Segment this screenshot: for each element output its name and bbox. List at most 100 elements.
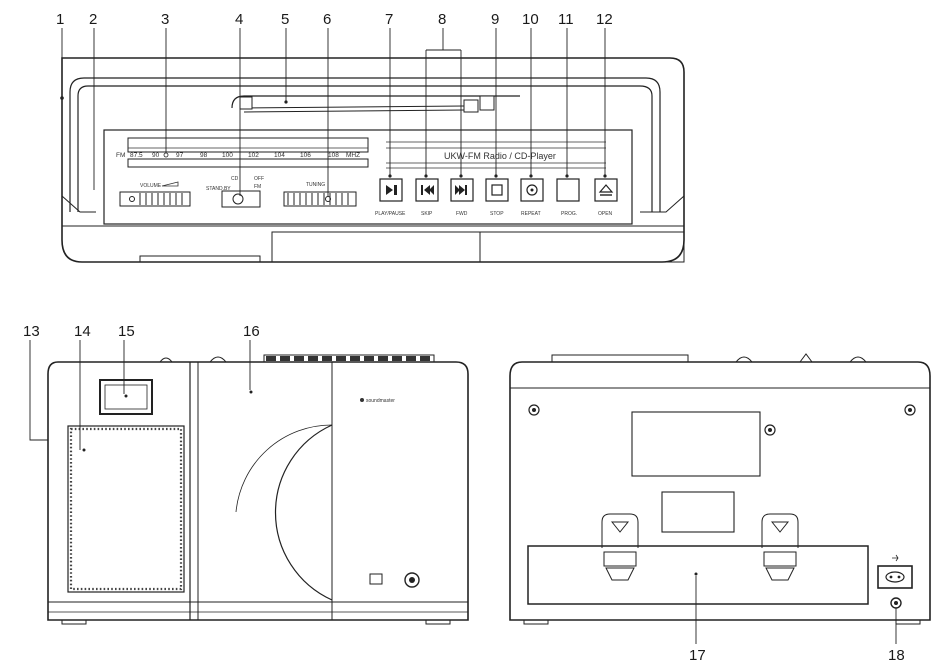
tuning-label: TUNING [306, 182, 325, 188]
headphone-jack [404, 572, 420, 588]
callout-13: 13 [23, 323, 40, 340]
dial-mark-98: 98 [200, 152, 208, 159]
front-slot-right [479, 231, 685, 263]
callout-14: 14 [74, 323, 91, 340]
top-leader-lines [61, 28, 606, 196]
rear-body-outline [509, 361, 931, 621]
switch-label-fm: FM [254, 184, 261, 190]
repeat-label: REPEAT [521, 211, 541, 217]
fwd-button[interactable]: FWD [450, 178, 474, 217]
switch-label-off: OFF [254, 176, 264, 182]
volume-label: VOLUME [140, 183, 162, 189]
skip-button[interactable]: SKIP [415, 178, 439, 217]
callout-12: 12 [596, 11, 613, 28]
dial-mark-875: 87.5 [130, 152, 143, 159]
cd-buttons: PLAY/PAUSE SKIP FWD STOP REPEAT [375, 174, 618, 217]
dial-unit: MHZ [346, 152, 360, 159]
top-key [280, 356, 290, 361]
switch-label-cd: CD [231, 176, 239, 182]
top-key [350, 356, 360, 361]
dial-mark-97: 97 [176, 152, 184, 159]
rear-small-plate [661, 491, 735, 533]
top-key [420, 356, 430, 361]
callout-18: 18 [888, 647, 905, 664]
dial-mark-104: 104 [274, 152, 285, 159]
front-foot-strip [139, 255, 261, 263]
ac-socket [877, 565, 913, 589]
telescopic-antenna [231, 95, 520, 113]
callout-6: 6 [323, 11, 331, 28]
front-view: soundmaster [29, 340, 469, 625]
front-body-outline [47, 361, 469, 621]
fwd-label: FWD [456, 211, 468, 217]
top-key [406, 356, 416, 361]
skip-label: SKIP [421, 211, 433, 217]
top-key [266, 356, 276, 361]
top-key [378, 356, 388, 361]
play-pause-label: PLAY/PAUSE [375, 211, 406, 217]
rear-screws [528, 404, 916, 436]
display-window [99, 379, 153, 415]
top-key [294, 356, 304, 361]
prog-button[interactable]: PROG. [556, 178, 580, 217]
prog-label: PROG. [561, 211, 577, 217]
cd-disc-outline [274, 424, 333, 601]
callout-11: 11 [558, 11, 574, 28]
right-foot-corner [640, 195, 685, 213]
brand-logo: soundmaster [366, 398, 395, 404]
top-key [392, 356, 402, 361]
callout-10: 10 [522, 11, 539, 28]
top-body-outline [61, 57, 685, 263]
callout-4: 4 [235, 11, 243, 28]
dial-mark-108: 108 [328, 152, 339, 159]
play-pause-button[interactable]: PLAY/PAUSE [375, 178, 406, 217]
callout-9: 9 [491, 11, 499, 28]
handle-outer [69, 77, 661, 212]
volume-wheel [119, 191, 191, 207]
open-button[interactable]: OPEN [594, 178, 618, 217]
callout-2: 2 [89, 11, 97, 28]
stop-label: STOP [490, 211, 504, 217]
repeat-button[interactable]: REPEAT [520, 178, 544, 217]
rear-view [509, 353, 931, 644]
dial-mark-106: 106 [300, 152, 311, 159]
front-slot-left [271, 231, 481, 263]
battery-compartment [527, 545, 869, 605]
cd-display-title: UKW-FM Radio / CD-Player [444, 151, 556, 161]
top-key [336, 356, 346, 361]
dial-mark-90: 90 [152, 152, 160, 159]
speaker-grille [67, 425, 185, 593]
callout-17: 17 [689, 647, 706, 664]
callout-7: 7 [385, 11, 393, 28]
tuning-wheel [283, 191, 357, 207]
top-key [364, 356, 374, 361]
top-key [322, 356, 332, 361]
callout-3: 3 [161, 11, 169, 28]
callout-5: 5 [281, 11, 289, 28]
control-panel [103, 129, 633, 225]
volume-control: VOLUME [119, 181, 191, 207]
top-key [308, 356, 318, 361]
function-switch: CD OFF STAND.BY FM [206, 176, 264, 208]
stop-button[interactable]: STOP [485, 178, 509, 217]
rear-hinges [601, 513, 799, 581]
callout-16: 16 [243, 323, 260, 340]
dial-band: FM [116, 152, 125, 159]
callout-8: 8 [438, 11, 446, 28]
top-view: FM 87.5 90 97 98 100 102 104 106 108 MHZ… [60, 28, 685, 263]
callout-1: 1 [56, 11, 64, 28]
dial-mark-100: 100 [222, 152, 233, 159]
tuning-dial: FM 87.5 90 97 98 100 102 104 106 108 MHZ [116, 137, 369, 168]
callout-15: 15 [118, 323, 135, 340]
switch-label-standby: STAND.BY [206, 186, 231, 192]
callout-numbers: 1 2 3 4 5 6 7 8 9 10 11 12 13 14 15 16 1… [23, 11, 905, 664]
dial-mark-102: 102 [248, 152, 259, 159]
speaker-dots [69, 427, 183, 591]
open-label: OPEN [598, 211, 613, 217]
rear-label-plate [631, 411, 761, 477]
left-foot-corner [61, 195, 96, 213]
handle-inner [77, 85, 653, 212]
tuning-control: TUNING [283, 182, 357, 207]
